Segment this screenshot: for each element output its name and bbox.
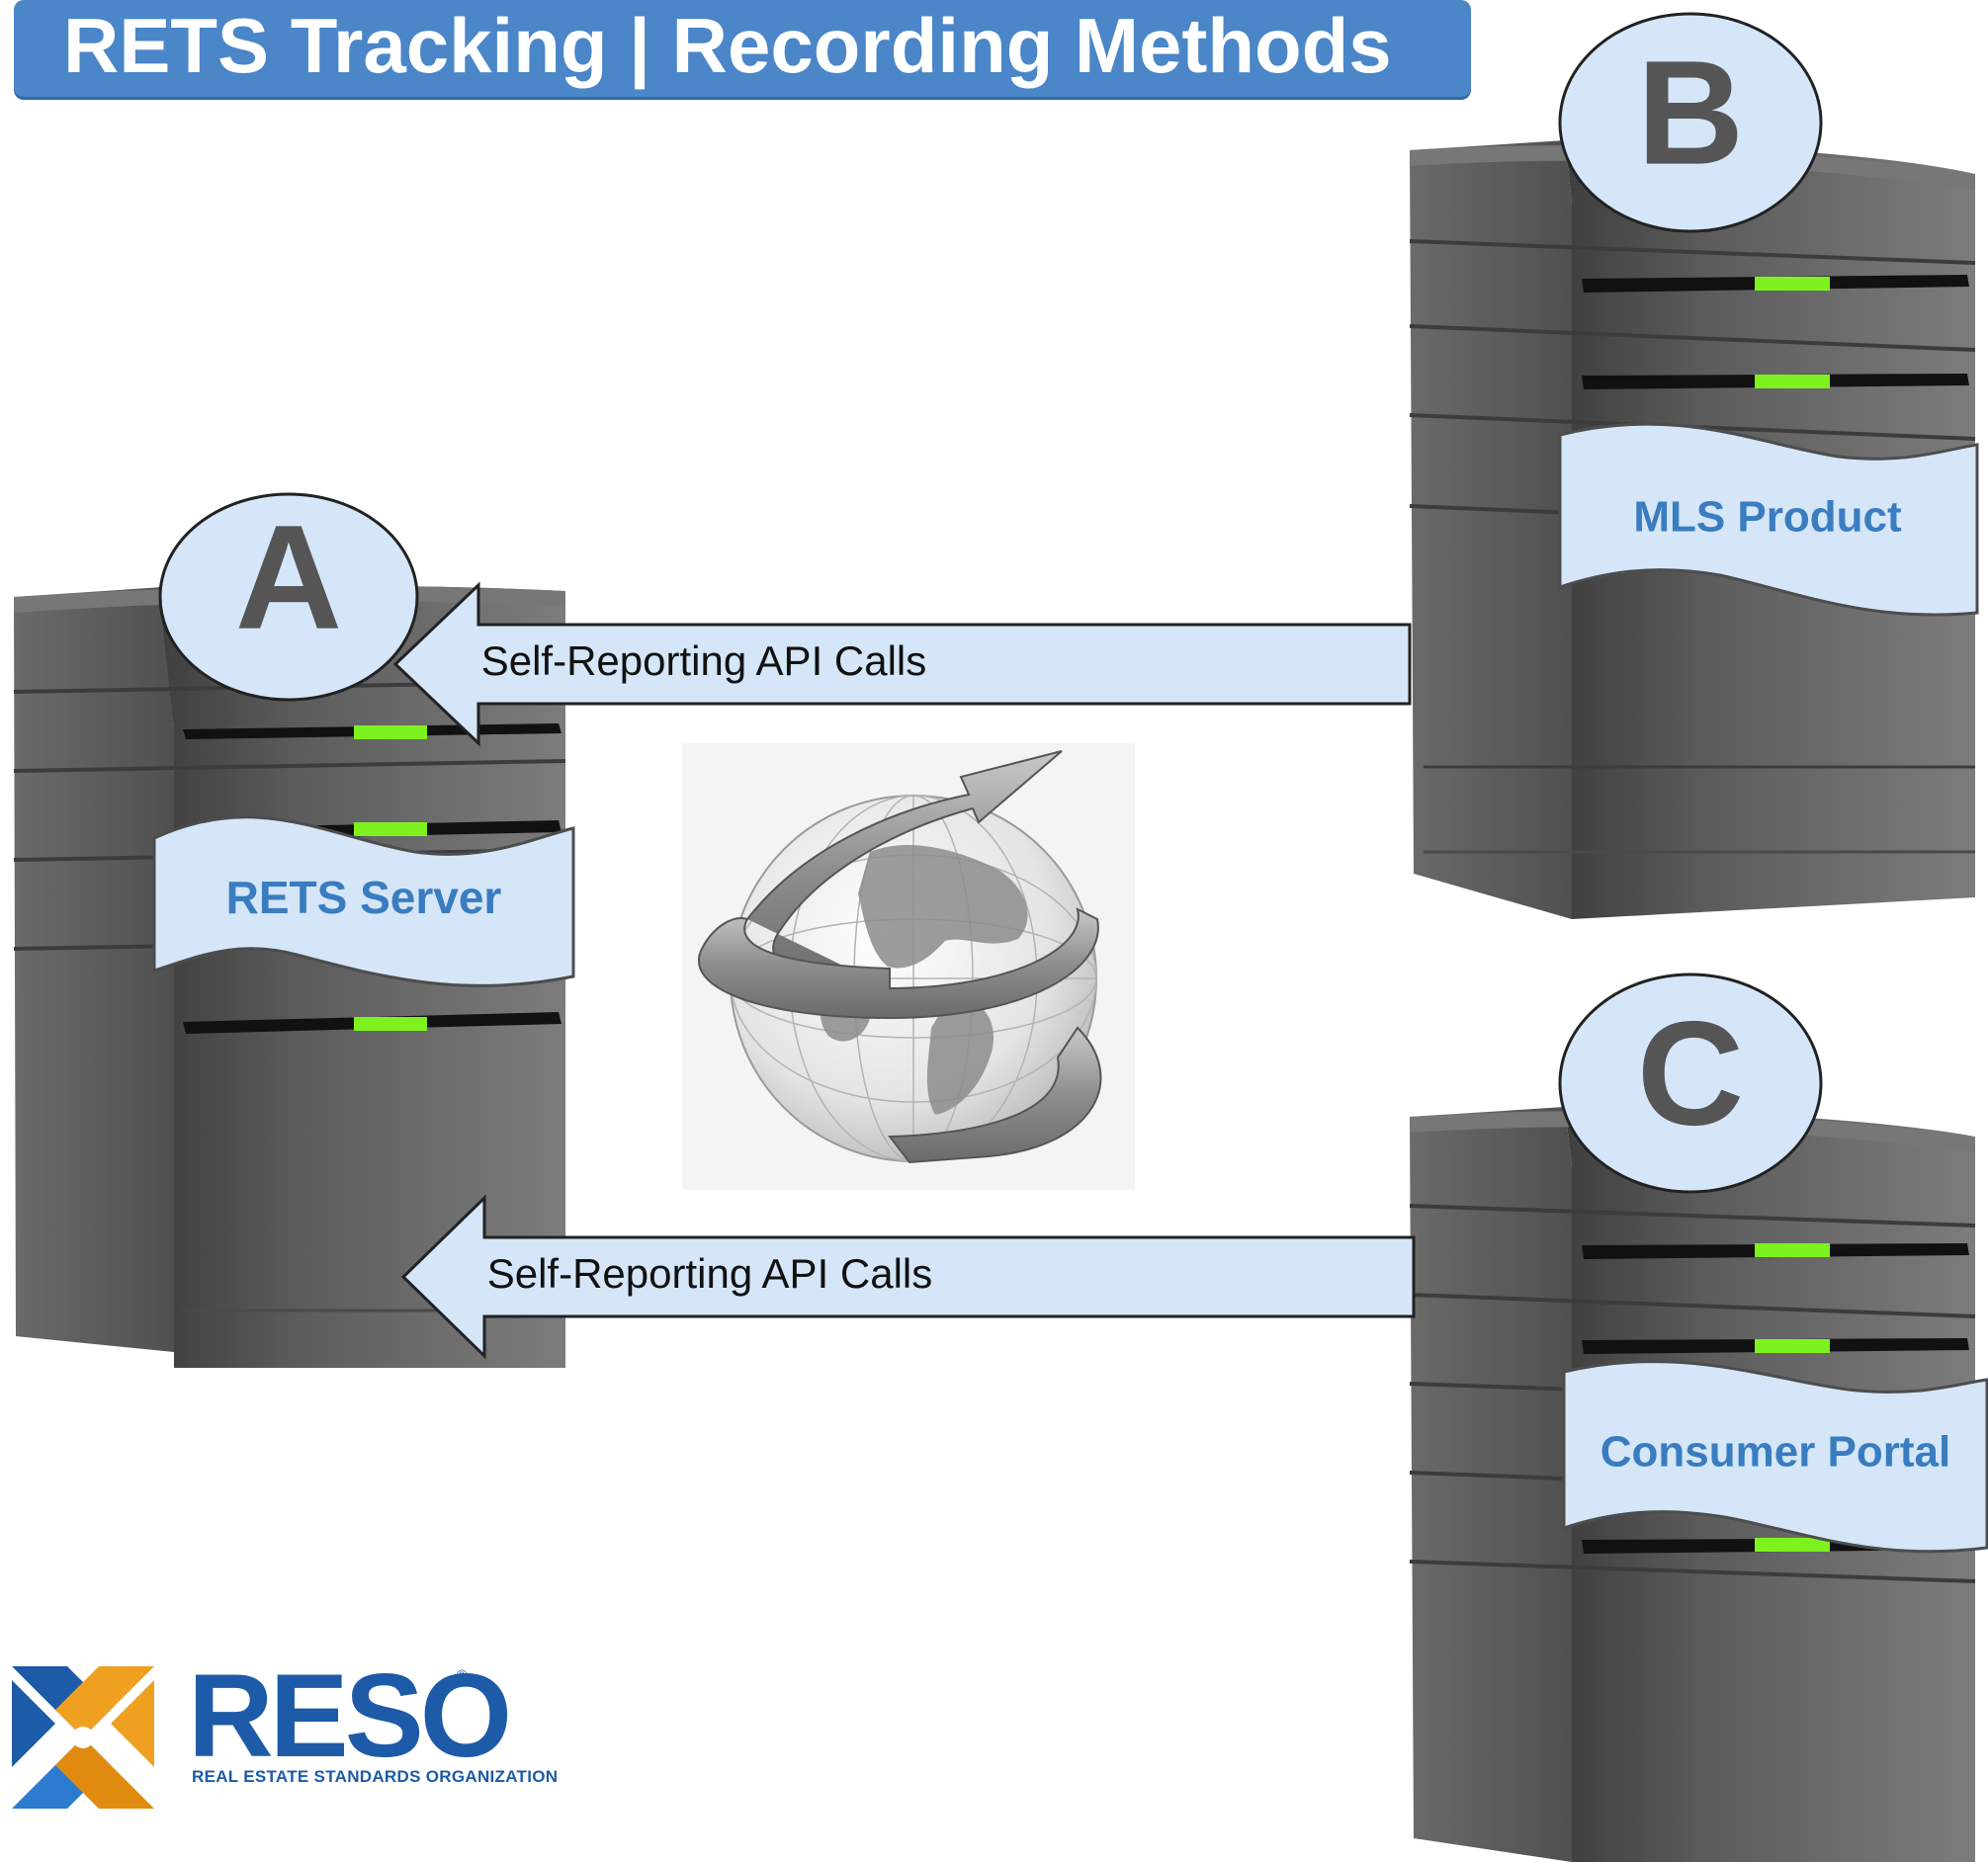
led-indicator xyxy=(1755,277,1830,291)
reso-logo-mark xyxy=(12,1666,154,1809)
server-b-label: MLS Product xyxy=(1633,493,1902,542)
reso-tagline: REAL ESTATE STANDARDS ORGANIZATION xyxy=(192,1767,559,1786)
badge-a-letter: A xyxy=(235,494,342,660)
led-indicator xyxy=(1755,1538,1830,1552)
arrow-c-to-a: Self-Reporting API Calls xyxy=(400,1194,1416,1360)
led-indicator xyxy=(354,822,427,836)
arrow-c-to-a-label: Self-Reporting API Calls xyxy=(487,1250,933,1297)
badge-b-letter: B xyxy=(1637,30,1744,196)
page-title: RETS Tracking | Recording Methods xyxy=(63,2,1392,89)
badge-a xyxy=(158,492,419,702)
led-indicator xyxy=(354,725,427,739)
led-indicator xyxy=(1755,1339,1830,1353)
title-banner xyxy=(14,0,1471,97)
server-b-label-banner xyxy=(1558,422,1979,617)
badge-c-letter: C xyxy=(1637,990,1744,1156)
arrow-b-to-a: Self-Reporting API Calls xyxy=(392,581,1412,747)
led-indicator xyxy=(1755,1243,1830,1257)
arrow-b-to-a-label: Self-Reporting API Calls xyxy=(481,637,927,684)
led-indicator xyxy=(1755,375,1830,388)
server-a-label-banner xyxy=(152,815,575,987)
server-c-label: Consumer Portal xyxy=(1600,1428,1951,1477)
server-b[interactable]: MLS Product B xyxy=(1409,12,1979,919)
globe-icon xyxy=(682,743,1135,1190)
reso-logo-text: RESO xyxy=(188,1650,512,1782)
led-indicator xyxy=(354,1017,427,1031)
server-a[interactable]: RETS Server A xyxy=(13,492,575,1368)
badge-c xyxy=(1558,973,1823,1194)
badge-b xyxy=(1558,12,1823,233)
server-c-label-banner xyxy=(1562,1360,1988,1554)
reso-registered-mark: ® xyxy=(457,1666,468,1682)
server-c[interactable]: Consumer Portal C xyxy=(1409,973,1988,1862)
server-a-label: RETS Server xyxy=(226,872,502,923)
